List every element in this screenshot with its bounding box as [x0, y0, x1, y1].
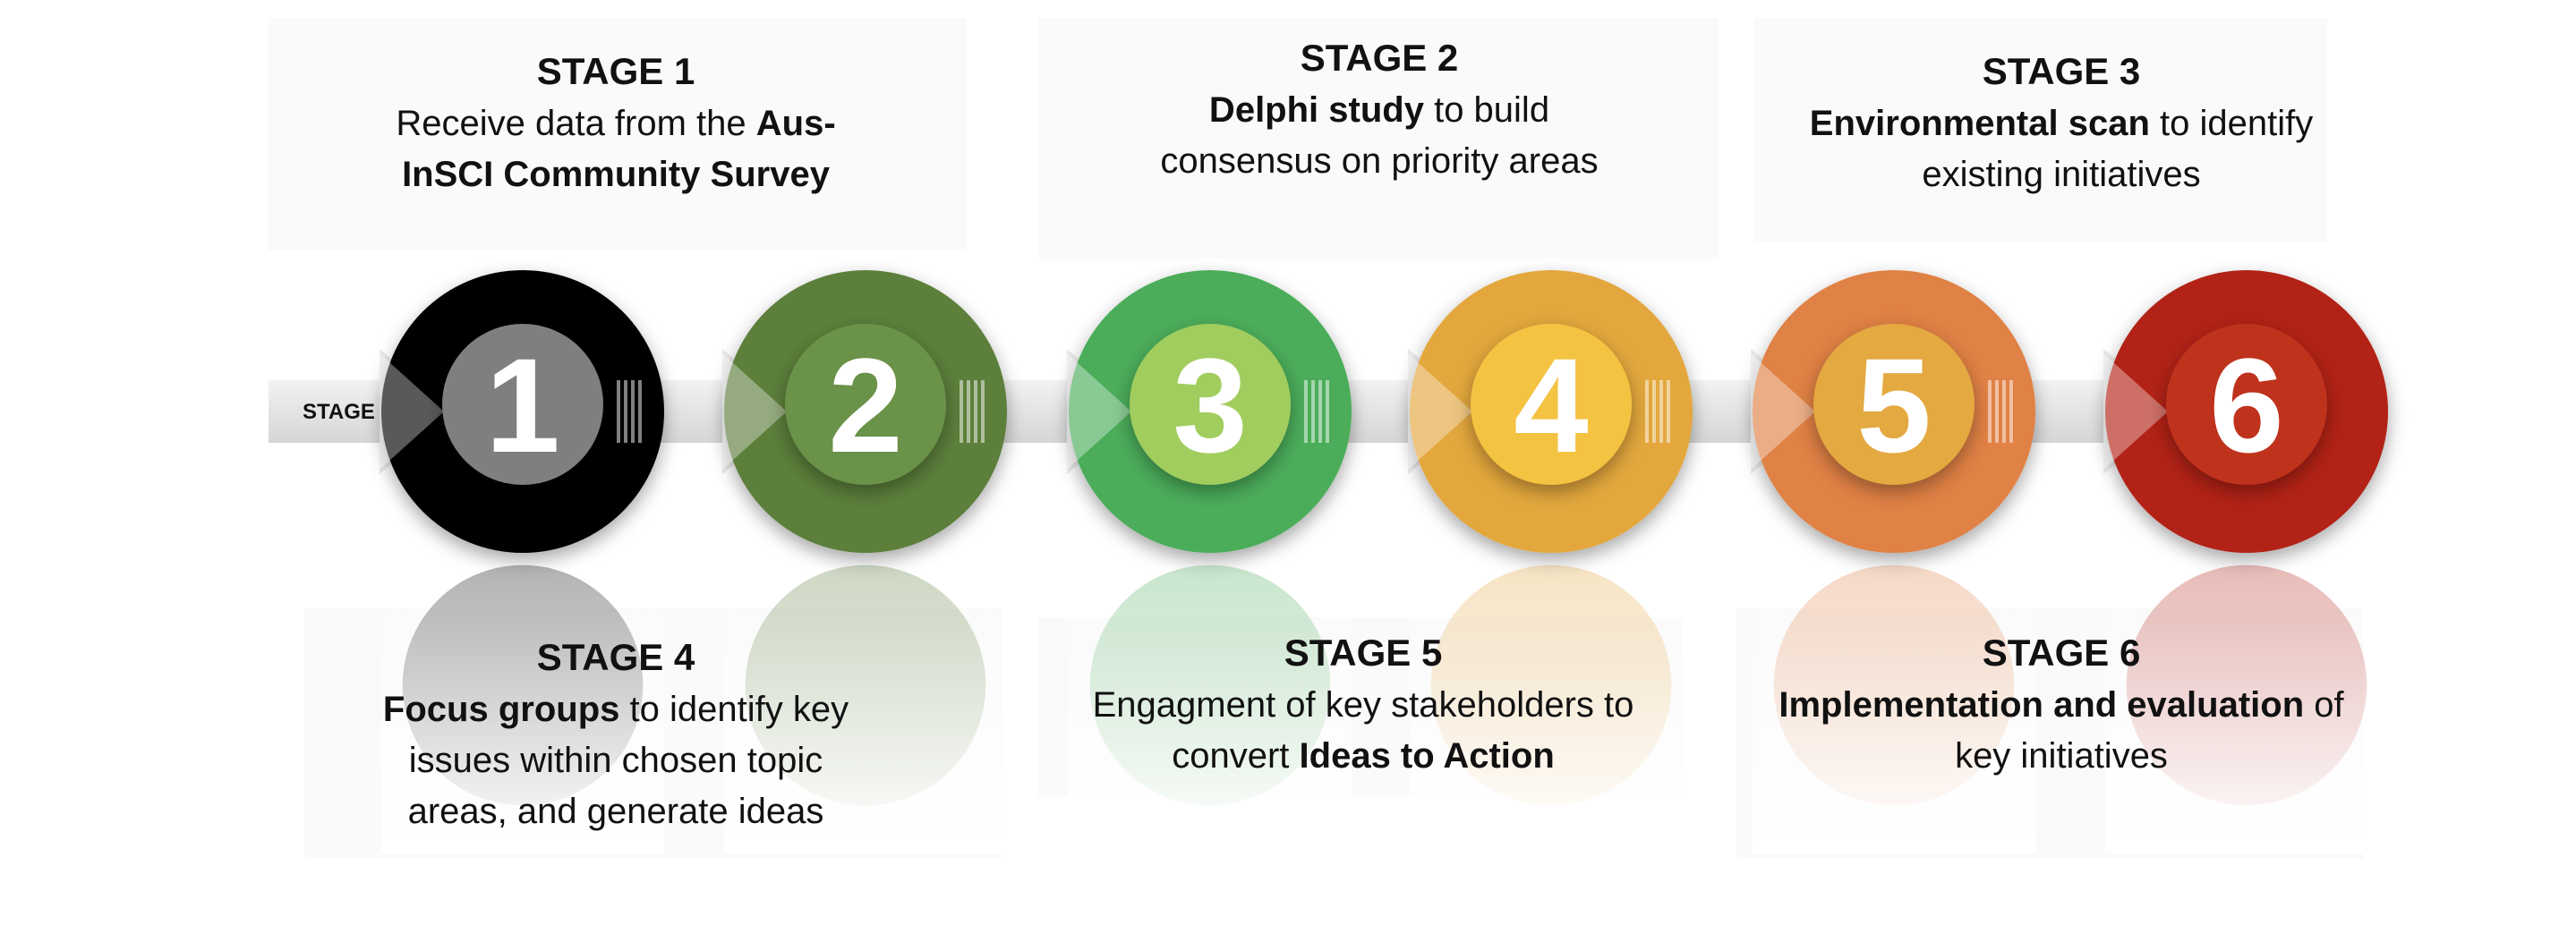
- description-line: convert Ideas to Action: [1093, 731, 1634, 782]
- description-line: existing initiatives: [1810, 149, 2313, 200]
- stage-title: STAGE 6: [1982, 632, 2141, 674]
- stage-number: 2: [828, 330, 902, 480]
- text-phrase: Engagment of key stakeholders to: [1092, 685, 1634, 725]
- top-right-panel: [1754, 18, 2327, 242]
- text-phrase: to identify key: [619, 690, 849, 729]
- bold-phrase: InSCI Community Survey: [402, 155, 830, 194]
- bold-phrase: Implementation and evaluation: [1778, 685, 2305, 725]
- description-line: Delphi study to build: [1160, 85, 1598, 136]
- top-mid-panel: [1038, 18, 1719, 259]
- text-phrase: areas, and generate ideas: [407, 792, 824, 831]
- stage-title: STAGE 5: [1284, 632, 1443, 674]
- description-line: Focus groups to identify key: [383, 684, 849, 735]
- stage-title: STAGE 3: [1982, 50, 2141, 92]
- bold-phrase: Focus groups: [382, 690, 620, 729]
- stage-5-description: STAGE 5 Engagment of key stakeholders to c…: [1093, 626, 1634, 782]
- description-line: Receive data from the Aus-: [396, 98, 835, 149]
- stage-1-description: STAGE 1 Receive data from the Aus- InSCI C…: [396, 45, 835, 200]
- stage-number: 1: [485, 330, 559, 480]
- description-line: issues within chosen topic: [383, 735, 849, 786]
- description-line: Engagment of key stakeholders to: [1093, 680, 1634, 731]
- stage-number: 4: [1514, 330, 1588, 480]
- text-phrase: consensus on priority areas: [1160, 141, 1599, 181]
- text-phrase: of: [2304, 685, 2344, 725]
- text-phrase: to build: [1423, 90, 1550, 130]
- text-phrase: convert: [1172, 736, 1300, 776]
- stage-circle-4: 4: [1408, 270, 1693, 553]
- description-line: consensus on priority areas: [1160, 136, 1598, 187]
- description-line: InSCI Community Survey: [396, 149, 835, 200]
- stage-4-description: STAGE 4 Focus groups to identify key issue…: [383, 631, 849, 837]
- stage-number: 6: [2209, 330, 2283, 480]
- description-line: key initiatives: [1778, 731, 2343, 782]
- top-left-panel: [269, 18, 967, 250]
- description-line: areas, and generate ideas: [383, 786, 849, 837]
- bold-phrase: Aus-: [755, 104, 836, 143]
- text-phrase: to identify: [2149, 104, 2314, 143]
- description-line: Environmental scan to identify: [1810, 98, 2313, 149]
- stage-number: 3: [1173, 330, 1247, 480]
- stage-title: STAGE 4: [536, 636, 695, 678]
- stage-circle-3: 3: [1067, 270, 1352, 553]
- text-phrase: Receive data from the: [396, 104, 756, 143]
- stage-circle-5: 5: [1751, 270, 2035, 553]
- description-line: Implementation and evaluation of: [1778, 680, 2343, 731]
- bold-phrase: Ideas to Action: [1299, 736, 1555, 776]
- stage-6-description: STAGE 6 Implementation and evaluation of k…: [1778, 626, 2343, 782]
- arrow-stage-label: STAGE: [303, 400, 375, 424]
- bold-phrase: Environmental scan: [1809, 104, 2150, 143]
- text-phrase: key initiatives: [1955, 736, 2168, 776]
- stage-number: 5: [1856, 330, 1931, 480]
- stage-circle-2: 2: [722, 270, 1007, 553]
- stage-3-description: STAGE 3 Environmental scan to identify exi…: [1810, 45, 2313, 200]
- text-phrase: existing initiatives: [1922, 155, 2201, 194]
- stage-circle-1: 1: [380, 270, 664, 553]
- stage-2-description: STAGE 2 Delphi study to build consensus on…: [1160, 31, 1598, 187]
- bold-phrase: Delphi study: [1208, 90, 1424, 130]
- stage-title: STAGE 1: [536, 50, 695, 92]
- text-phrase: issues within chosen topic: [408, 741, 823, 780]
- stage-circle-6: 6: [2103, 270, 2388, 553]
- stage-title: STAGE 2: [1300, 37, 1459, 79]
